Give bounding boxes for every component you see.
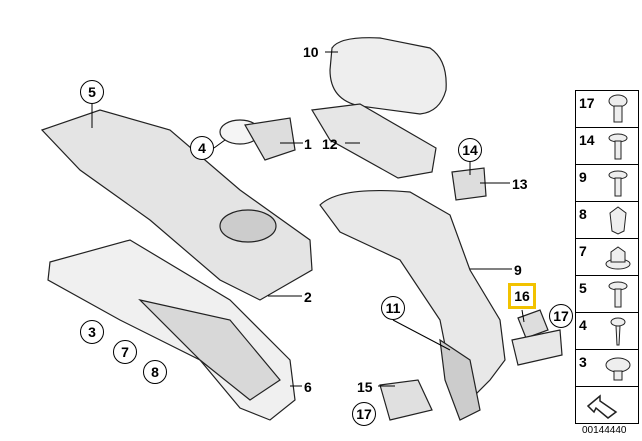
legend-label: 9 bbox=[579, 169, 587, 185]
legend-label: 7 bbox=[579, 243, 587, 259]
part-armrest-lid bbox=[329, 37, 447, 115]
part-cover-13 bbox=[451, 167, 487, 201]
legend-item: 7 bbox=[576, 239, 638, 276]
screw-icon bbox=[608, 281, 628, 308]
callout-3: 3 bbox=[80, 320, 104, 344]
legend-item bbox=[576, 387, 638, 423]
callout-11: 11 bbox=[381, 296, 405, 320]
expanding-rivet-icon bbox=[605, 357, 631, 381]
callout-17: 17 bbox=[352, 402, 376, 426]
callout-16-highlighted: 16 bbox=[508, 283, 536, 309]
callout-14: 14 bbox=[458, 138, 482, 162]
legend-label: 4 bbox=[579, 317, 587, 333]
legend-label: 8 bbox=[579, 206, 587, 222]
part-cover-17 bbox=[511, 329, 563, 366]
part-tray bbox=[311, 103, 437, 179]
callout-4: 4 bbox=[190, 136, 214, 160]
screw-icon bbox=[608, 170, 628, 197]
legend-item: 4 bbox=[576, 313, 638, 350]
part-ring-cover bbox=[244, 117, 296, 161]
callout-17: 17 bbox=[549, 304, 573, 328]
callout-16: 16 bbox=[514, 288, 530, 304]
screw-icon bbox=[608, 133, 628, 160]
legend-item: 8 bbox=[576, 202, 638, 239]
screw-icon bbox=[608, 94, 628, 123]
diagram-code: 00144440 bbox=[582, 425, 627, 436]
legend-label: 17 bbox=[579, 95, 595, 111]
arrow-icon bbox=[586, 394, 618, 419]
legend-label: 14 bbox=[579, 132, 595, 148]
hex-nut-icon bbox=[605, 246, 631, 270]
callout-9: 9 bbox=[514, 262, 522, 278]
legend-label: 5 bbox=[579, 280, 587, 296]
part-bracket-16 bbox=[517, 309, 549, 339]
callout-8: 8 bbox=[143, 360, 167, 384]
callout-13: 13 bbox=[512, 176, 528, 192]
legend-item: 5 bbox=[576, 276, 638, 313]
part-armrest-frame bbox=[319, 190, 506, 401]
legend-item: 17 bbox=[576, 91, 638, 128]
callout-10: 10 bbox=[303, 44, 319, 60]
legend-label: 3 bbox=[579, 354, 587, 370]
part-cupholder bbox=[219, 209, 277, 243]
callout-12: 12 bbox=[322, 136, 338, 152]
callout-5: 5 bbox=[80, 80, 104, 104]
fastener-legend: 17 14 9 8 7 5 4 3 bbox=[575, 90, 639, 424]
tapping-screw-icon bbox=[610, 317, 626, 346]
legend-item: 14 bbox=[576, 128, 638, 165]
callout-2: 2 bbox=[304, 289, 312, 305]
clip-nut-icon bbox=[609, 206, 627, 235]
legend-item: 9 bbox=[576, 165, 638, 202]
callout-15: 15 bbox=[357, 379, 373, 395]
callout-6: 6 bbox=[304, 379, 312, 395]
legend-item: 3 bbox=[576, 350, 638, 387]
part-center-console bbox=[40, 109, 313, 301]
part-cover-15 bbox=[379, 379, 433, 421]
callout-1: 1 bbox=[304, 136, 312, 152]
callout-7: 7 bbox=[113, 340, 137, 364]
